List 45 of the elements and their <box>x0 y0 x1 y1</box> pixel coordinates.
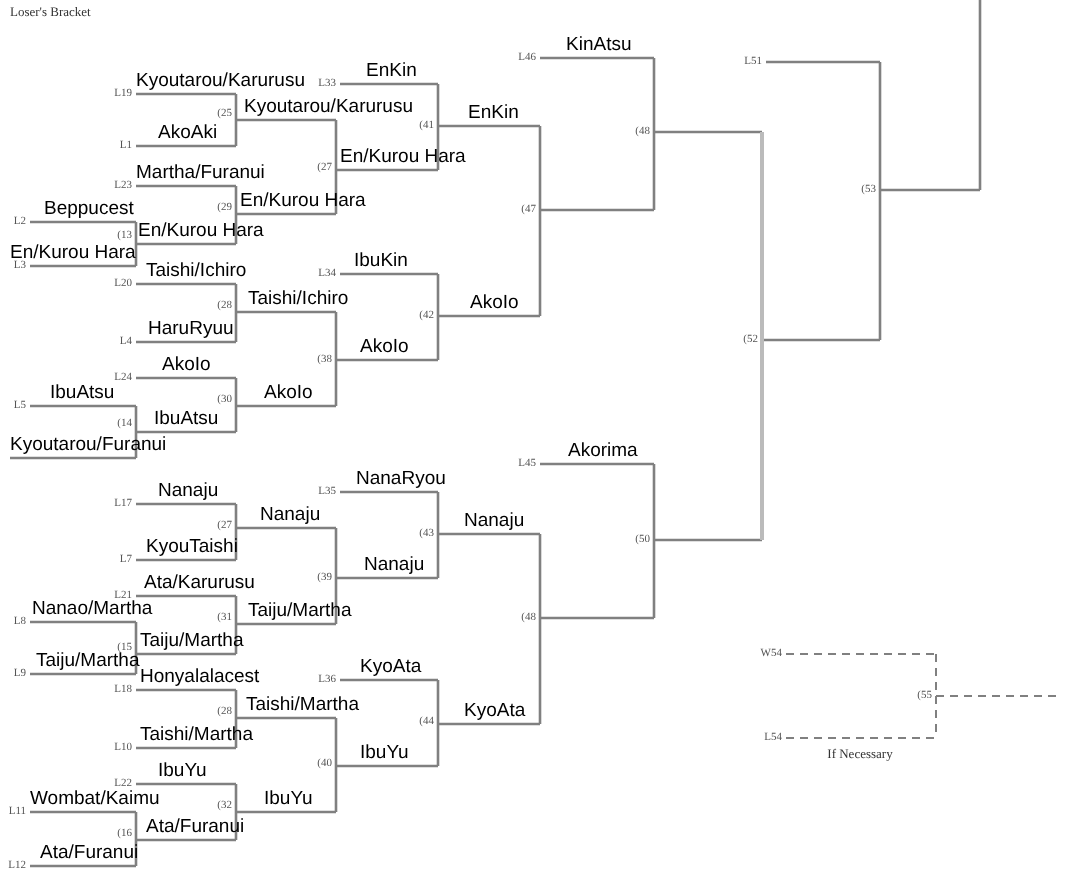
team-name: AkoIo <box>360 336 409 358</box>
team-name: Taiju/Martha <box>248 600 352 622</box>
team-name: Taishi/Ichiro <box>248 288 349 310</box>
team-name: Honyalalacest <box>140 666 260 688</box>
team-name: AkoIo <box>470 292 519 314</box>
team-name: Wombat/Kaimu <box>30 788 160 810</box>
team-name: Nanaju <box>364 554 425 576</box>
team-name: Taishi/Martha <box>246 694 359 716</box>
team-name: IbuYu <box>264 788 313 810</box>
team-name: Kyoutarou/Furanui <box>10 434 167 456</box>
team-name: IbuYu <box>158 760 207 782</box>
team-name: En/Kurou Hara <box>240 190 366 212</box>
team-name: Nanaju <box>260 504 321 526</box>
team-name: Ata/Furanui <box>40 842 139 864</box>
team-name: AkoAki <box>158 122 218 144</box>
team-name: Beppucest <box>44 198 134 220</box>
team-name: AkoIo <box>264 382 313 404</box>
team-name: Nanaju <box>158 480 219 502</box>
team-name: EnKin <box>366 60 417 82</box>
team-name: Martha/Furanui <box>136 162 265 184</box>
team-name: Taiju/Martha <box>36 650 140 672</box>
team-name: AkoIo <box>162 354 211 376</box>
team-name: En/Kurou Hara <box>340 146 466 168</box>
team-name: IbuYu <box>360 742 409 764</box>
team-name: IbuKin <box>354 250 408 272</box>
team-name: Taishi/Martha <box>140 724 253 746</box>
team-name: HaruRyuu <box>148 318 234 340</box>
team-name: KyouTaishi <box>146 536 238 558</box>
team-name: Kyoutarou/Karurusu <box>244 96 413 118</box>
team-name: En/Kurou Hara <box>138 220 264 242</box>
team-name: EnKin <box>468 102 519 124</box>
team-name: KyoAta <box>464 700 526 722</box>
team-name: Akorima <box>568 440 638 462</box>
team-name: NanaRyou <box>356 468 446 490</box>
team-name: Kyoutarou/Karurusu <box>136 70 305 92</box>
team-name: KinAtsu <box>566 34 632 56</box>
team-name: Ata/Furanui <box>146 816 245 838</box>
team-name: Nanaju <box>464 510 525 532</box>
team-name: IbuAtsu <box>154 408 219 430</box>
team-name: Taiju/Martha <box>140 630 244 652</box>
team-name: Ata/Karurusu <box>144 572 255 594</box>
team-name: Taishi/Ichiro <box>146 260 247 282</box>
team-name: KyoAta <box>360 656 422 678</box>
team-name: Nanao/Martha <box>32 598 153 620</box>
team-name: IbuAtsu <box>50 382 115 404</box>
